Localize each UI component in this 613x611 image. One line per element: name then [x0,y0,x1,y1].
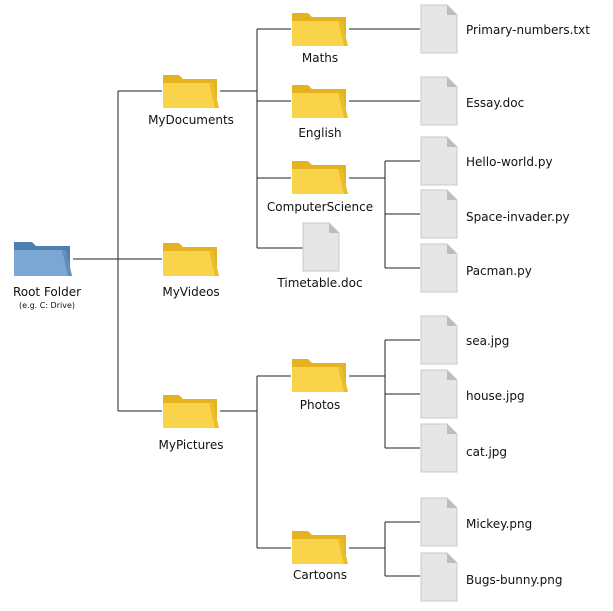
folder-label-myvideos: MyVideos [162,285,220,299]
file-icon[interactable] [420,369,458,419]
file-icon[interactable] [420,136,458,186]
file-label-cat: cat.jpg [466,445,508,459]
file-icon[interactable] [420,497,458,547]
folder-label-computerscience: ComputerScience [266,200,374,214]
folder-icon[interactable] [290,158,350,196]
root-folder-sublabel: (e.g. C: Drive) [18,301,76,310]
folder-label-maths: Maths [301,51,339,65]
file-icon[interactable] [420,552,458,602]
folder-icon[interactable] [290,528,350,566]
root-folder-icon[interactable] [12,238,74,278]
file-label-bugs-bunny: Bugs-bunny.png [466,573,563,587]
file-icon[interactable] [420,423,458,473]
folder-icon[interactable] [290,10,350,48]
folder-icon[interactable] [161,72,221,110]
file-icon[interactable] [420,243,458,293]
file-icon[interactable] [420,315,458,365]
file-icon[interactable] [302,222,340,272]
root-folder-label: Root Folder [12,285,82,299]
folder-label-cartoons: Cartoons [293,568,347,582]
file-label-house: house.jpg [466,389,525,403]
file-label-essay: Essay.doc [466,96,525,110]
folder-icon[interactable] [161,392,221,430]
file-label-mickey: Mickey.png [466,517,533,531]
folder-icon[interactable] [161,240,221,278]
file-label-sea: sea.jpg [466,334,510,348]
folder-icon[interactable] [290,82,350,120]
folder-label-mypictures: MyPictures [158,438,224,452]
file-icon[interactable] [420,76,458,126]
file-label-space-invader: Space-invader.py [466,210,570,224]
file-label-pacman: Pacman.py [466,264,532,278]
folder-label-photos: Photos [299,398,341,412]
file-label-hello-world: Hello-world.py [466,155,553,169]
folder-label-english: English [298,126,342,140]
file-label-primary-numbers: Primary-numbers.txt [466,23,590,37]
file-icon[interactable] [420,4,458,54]
folder-icon[interactable] [290,356,350,394]
file-icon[interactable] [420,189,458,239]
folder-label-mydocuments: MyDocuments [148,113,234,127]
file-label-timetable: Timetable.doc [277,276,363,290]
